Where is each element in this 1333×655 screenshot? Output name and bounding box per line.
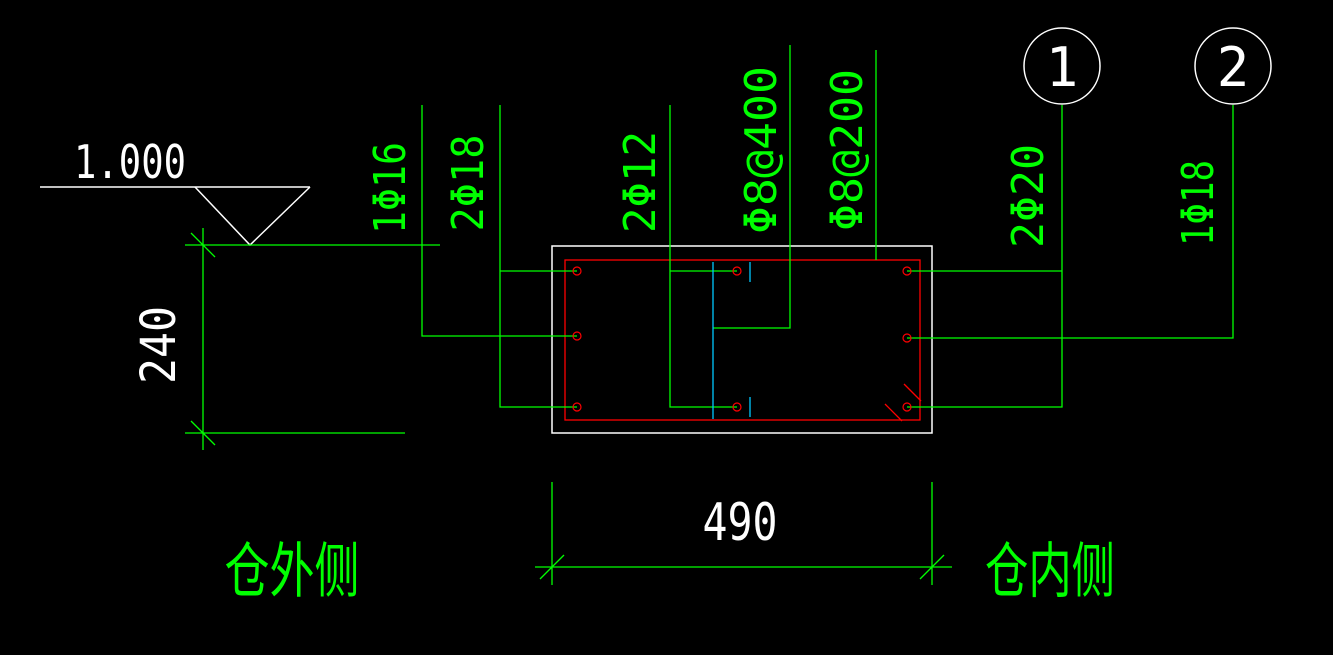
label-2phi18: 2Φ18 xyxy=(443,135,494,232)
tie-bar xyxy=(712,262,751,419)
rebar-point xyxy=(572,402,582,412)
outer-side-label: 仓外侧 xyxy=(225,537,360,607)
height-dimension: 240 xyxy=(131,228,440,450)
rebar-point xyxy=(902,266,912,276)
axis-label-1: 1 xyxy=(1046,36,1079,99)
rebar-point xyxy=(902,402,912,412)
label-1phi16: 1Φ16 xyxy=(365,142,416,234)
leader-2phi18 xyxy=(499,105,577,408)
rebar-point xyxy=(732,402,742,412)
label-phi8-200: Φ8@200 xyxy=(822,69,873,231)
leader-2phi20 xyxy=(907,105,1063,408)
inner-side-label: 仓内侧 xyxy=(985,537,1115,607)
leader-lines xyxy=(421,45,1234,408)
rebar-labels: 1Φ16 2Φ18 2Φ12 Φ8@400 Φ8@200 2Φ20 1Φ18 xyxy=(365,66,1224,248)
rebar-point xyxy=(572,331,582,341)
axis-bubble-2: 2 xyxy=(1194,27,1272,105)
rebar-points xyxy=(572,266,912,412)
width-dimension-label: 490 xyxy=(703,493,778,553)
elevation-marker: 1.000 xyxy=(40,135,311,247)
label-2phi12: 2Φ12 xyxy=(615,131,666,233)
height-dimension-label: 240 xyxy=(131,306,187,384)
leader-2phi12 xyxy=(669,105,737,408)
rebar-point xyxy=(732,266,742,276)
leader-phi8-400 xyxy=(713,45,791,329)
elevation-label: 1.000 xyxy=(74,135,186,189)
axis-label-2: 2 xyxy=(1217,36,1250,99)
rebar-point xyxy=(572,266,582,276)
rebar-point xyxy=(902,333,912,343)
leader-1phi18 xyxy=(907,105,1234,339)
stirrup-outline xyxy=(564,259,921,421)
section-outline xyxy=(551,245,933,434)
label-2phi20: 2Φ20 xyxy=(1003,144,1054,248)
leader-1phi16 xyxy=(421,105,577,337)
stirrup-hook xyxy=(884,383,922,422)
label-phi8-400: Φ8@400 xyxy=(736,66,787,234)
axis-bubble-1: 1 xyxy=(1023,27,1101,105)
width-dimension: 490 xyxy=(535,482,952,585)
label-1phi18: 1Φ18 xyxy=(1173,160,1224,246)
